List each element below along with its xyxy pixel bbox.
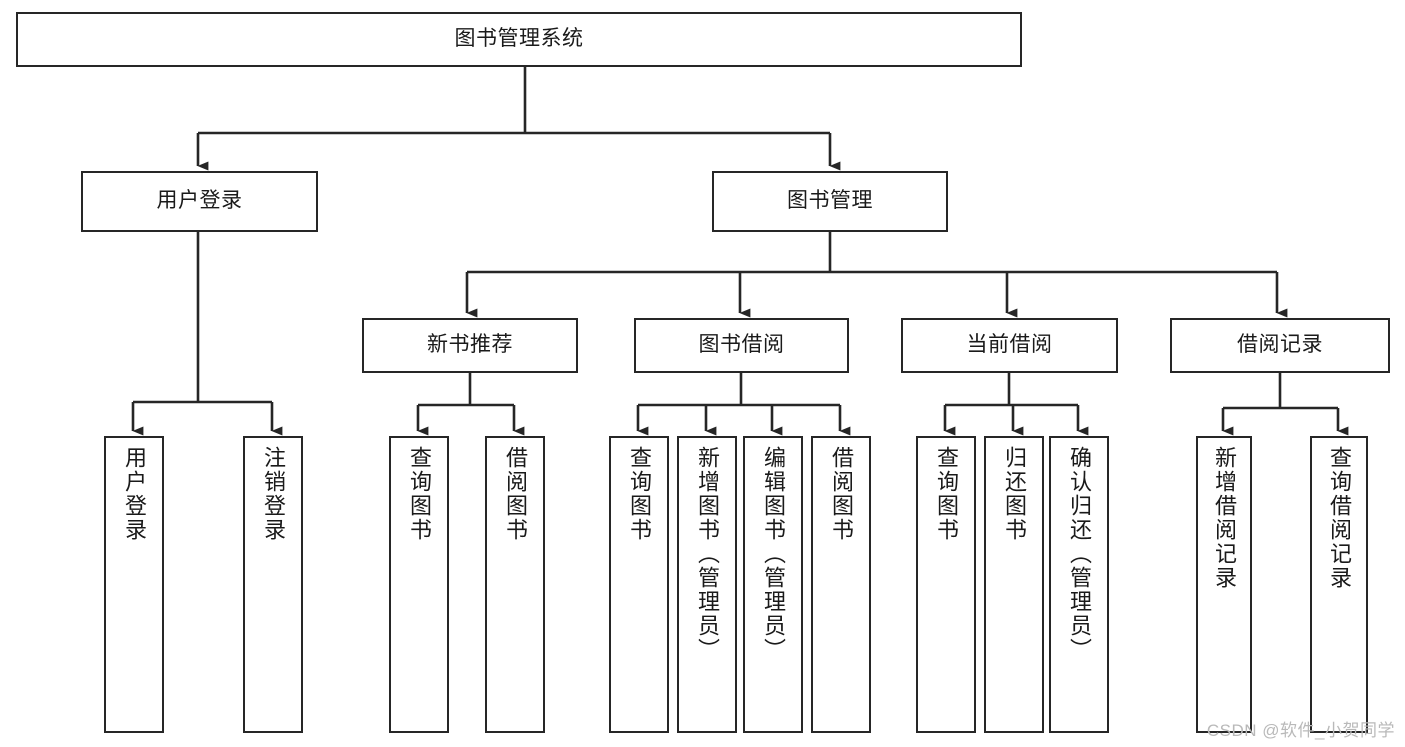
node-leaf-add-book-label: 新增图书（管理员） (695, 446, 720, 662)
node-leaf-return-book-label: 归还图书 (1002, 446, 1027, 542)
node-leaf-user-login[interactable]: 用户登录 (104, 436, 164, 733)
node-borrow-record-label: 借阅记录 (1237, 333, 1323, 357)
node-leaf-user-logout[interactable]: 注销登录 (243, 436, 303, 733)
node-leaf-confirm-return-label: 确认归还（管理员） (1067, 446, 1092, 662)
node-leaf-borrow-book-1-label: 借阅图书 (503, 446, 528, 542)
node-leaf-confirm-return[interactable]: 确认归还（管理员） (1049, 436, 1109, 733)
node-leaf-user-logout-label: 注销登录 (261, 446, 286, 542)
node-leaf-borrow-book-2-label: 借阅图书 (829, 446, 854, 542)
node-leaf-query-book-1-label: 查询图书 (407, 446, 432, 542)
csdn-watermark: CSDN @软件_小贺同学 (1206, 721, 1395, 740)
node-book-manage-label: 图书管理 (787, 189, 873, 213)
node-current-borrow-label: 当前借阅 (966, 333, 1053, 357)
node-leaf-add-book[interactable]: 新增图书（管理员） (677, 436, 737, 733)
node-leaf-query-book-2-label: 查询图书 (627, 446, 652, 542)
node-book-manage[interactable]: 图书管理 (712, 171, 948, 232)
node-root-label: 图书管理系统 (454, 27, 584, 51)
node-borrow-record[interactable]: 借阅记录 (1170, 318, 1390, 373)
node-leaf-add-record[interactable]: 新增借阅记录 (1196, 436, 1252, 733)
node-leaf-edit-book[interactable]: 编辑图书（管理员） (743, 436, 803, 733)
node-leaf-user-login-label: 用户登录 (122, 446, 147, 542)
node-new-book-rec[interactable]: 新书推荐 (362, 318, 578, 373)
node-leaf-query-record[interactable]: 查询借阅记录 (1310, 436, 1368, 733)
node-user-login-label: 用户登录 (156, 189, 243, 213)
node-leaf-query-book-3[interactable]: 查询图书 (916, 436, 976, 733)
node-leaf-query-record-label: 查询借阅记录 (1327, 446, 1352, 590)
node-leaf-return-book[interactable]: 归还图书 (984, 436, 1044, 733)
node-book-borrow[interactable]: 图书借阅 (634, 318, 849, 373)
node-leaf-query-book-3-label: 查询图书 (934, 446, 959, 542)
node-leaf-borrow-book-2[interactable]: 借阅图书 (811, 436, 871, 733)
node-new-book-rec-label: 新书推荐 (427, 333, 513, 357)
node-book-borrow-label: 图书借阅 (698, 333, 785, 357)
node-current-borrow[interactable]: 当前借阅 (901, 318, 1118, 373)
node-leaf-query-book-2[interactable]: 查询图书 (609, 436, 669, 733)
node-leaf-add-record-label: 新增借阅记录 (1212, 446, 1237, 590)
node-leaf-edit-book-label: 编辑图书（管理员） (761, 446, 786, 662)
node-leaf-borrow-book-1[interactable]: 借阅图书 (485, 436, 545, 733)
node-leaf-query-book-1[interactable]: 查询图书 (389, 436, 449, 733)
node-user-login[interactable]: 用户登录 (81, 171, 318, 232)
node-root[interactable]: 图书管理系统 (16, 12, 1022, 67)
